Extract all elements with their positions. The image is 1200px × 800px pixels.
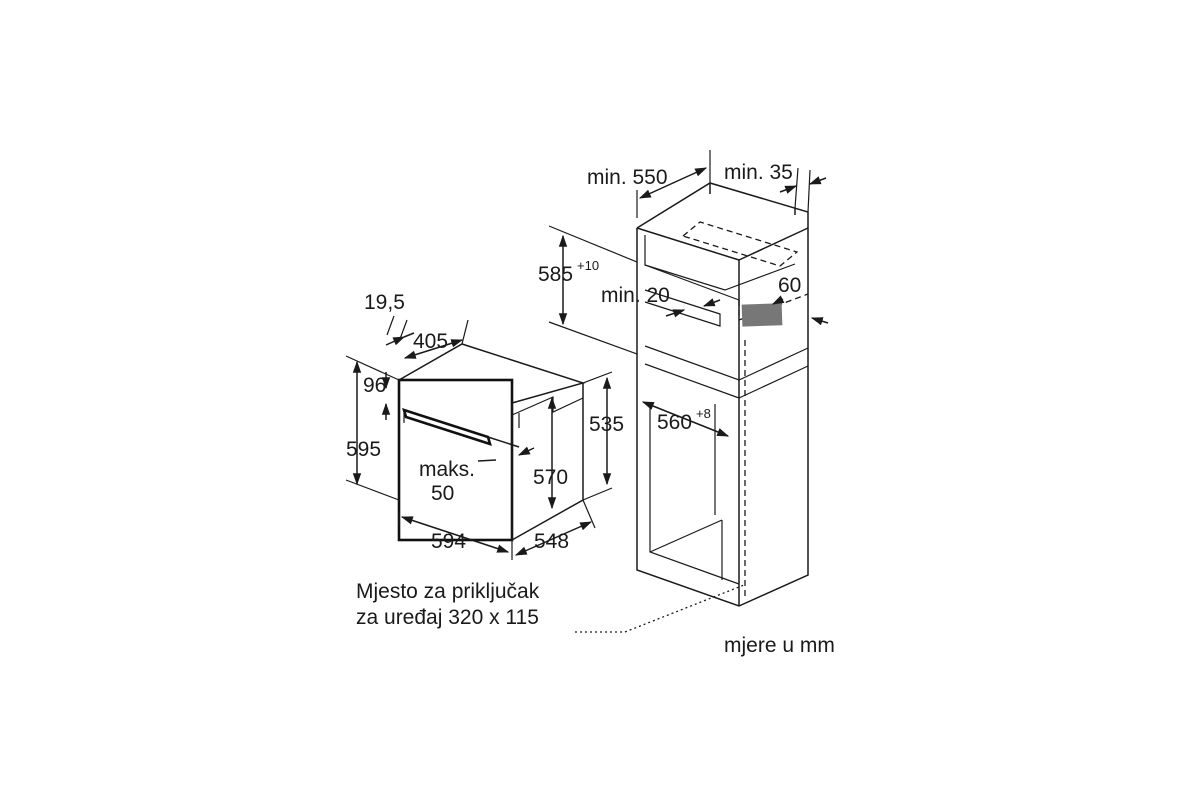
dimension-labels: min. 550 min. 35 585 +10 min. 20 60 19,5… [346,161,835,657]
label-maks: maks. [419,458,475,481]
label-535: 535 [589,413,624,436]
dim-560-arrow [641,401,730,437]
cabinet-dimensions [548,150,829,437]
units-note: mjere u mm [724,634,835,657]
label-96: 96 [363,374,386,397]
dim-min-550-arrow [638,167,708,199]
dim-548-arrow [514,521,593,556]
dim-405-arrow [403,339,464,359]
label-min-20: min. 20 [601,284,670,307]
label-585-tolerance: +10 [577,258,599,273]
dim-50-arrow [517,446,535,456]
dim-19-5-arrow [385,336,406,346]
dim-60-arrow-a [771,295,785,305]
label-min-550: min. 550 [587,166,668,189]
cabinet-drawing [636,182,809,607]
handle-depth-line [487,436,520,448]
label-585: 585 [538,263,573,286]
dim-min-35-arrow-a [779,185,798,194]
oven-drawing [397,343,586,542]
connection-note-line1: Mjesto za priključak [356,580,540,603]
label-548: 548 [534,530,569,553]
label-60: 60 [778,274,801,297]
label-570: 570 [533,466,568,489]
oven-handle [402,408,492,446]
connection-note-line2: za uređaj 320 x 115 [356,606,539,629]
label-594: 594 [431,530,466,553]
dim-min-20-arrow-b [702,298,721,307]
cabinet-cutout [741,303,783,327]
oven-dimensions [345,315,613,560]
label-595: 595 [346,438,381,461]
dim-min-20-arrow-a [665,309,686,318]
oven-top [398,343,586,404]
oven-right-side [511,383,584,541]
label-560-tolerance: +8 [696,406,711,421]
label-560: 560 [657,411,692,434]
vent-opening-top [682,221,799,267]
connection-leader [575,584,745,633]
label-19-5: 19,5 [364,291,405,314]
label-min-35: min. 35 [724,161,793,184]
dim-min-35-arrow-b [808,176,827,185]
dim-594-arrow [400,516,510,553]
dim-60-arrow-b [810,317,829,326]
label-405: 405 [413,330,448,353]
label-50: 50 [431,482,454,505]
